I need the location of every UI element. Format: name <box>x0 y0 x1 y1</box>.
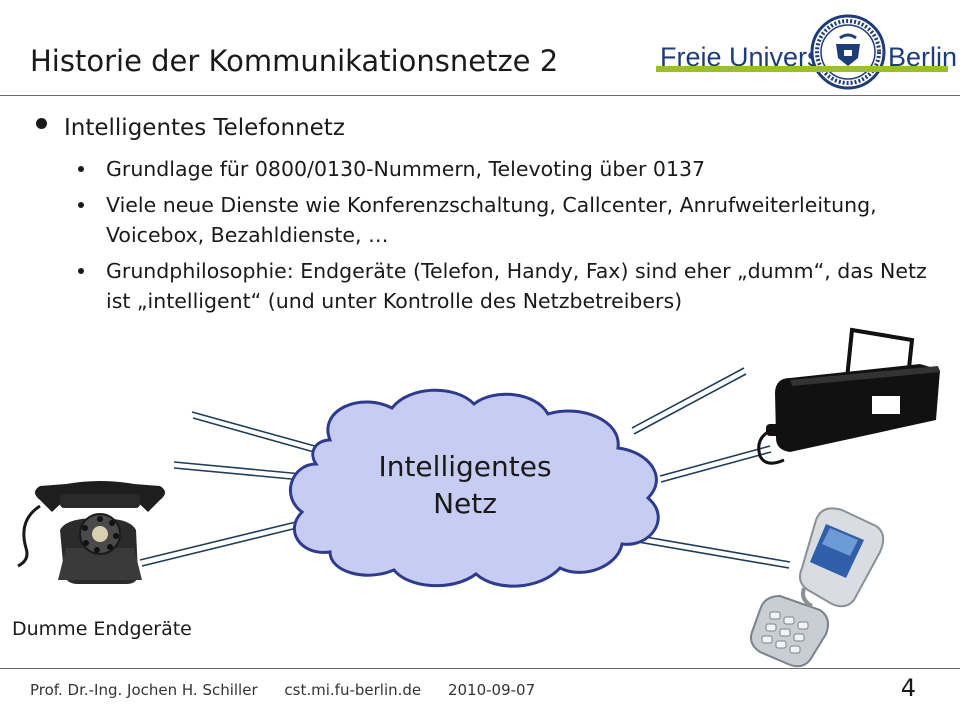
bullet-sub-text: Viele neue Dienste wie Konferenzschaltun… <box>106 193 877 247</box>
bullet-sub: Viele neue Dienste wie Konferenzschaltun… <box>30 190 930 250</box>
flip-phone-icon <box>750 507 885 668</box>
link-mid-left <box>173 461 303 481</box>
link-bottom-right <box>626 533 791 569</box>
bullet-dot-icon <box>36 118 47 129</box>
bullet-main: Intelligentes Telefonnetz <box>30 108 930 148</box>
bullet-main-text: Intelligentes Telefonnetz <box>64 115 345 141</box>
university-logo: Freie Universität Berlin <box>652 8 957 94</box>
bullet-sub: Grundphilosophie: Endgeräte (Telefon, Ha… <box>30 256 930 316</box>
fax-machine-icon <box>757 299 940 465</box>
link-top-right <box>631 367 747 435</box>
page-number: 4 <box>900 674 916 702</box>
fu-berlin-seal-icon <box>810 14 886 90</box>
bullet-dot-icon <box>78 166 84 172</box>
footer-divider <box>0 668 960 669</box>
footer-date: 2010-09-07 <box>447 681 536 699</box>
link-bottom-left <box>139 521 298 567</box>
cloud-label-line1: Intelligentes <box>378 450 552 483</box>
logo-green-bar <box>656 66 948 72</box>
footer-url: cst.mi.fu-berlin.de <box>284 681 422 699</box>
page-title: Historie der Kommunikationsnetze 2 <box>30 44 559 78</box>
bullet-sub-text: Grundphilosophie: Endgeräte (Telefon, Ha… <box>106 259 927 313</box>
bullet-dot-icon <box>78 202 84 208</box>
cloud-label: Intelligentes Netz <box>330 448 600 522</box>
footer: Prof. Dr.-Ing. Jochen H. Schiller cst.mi… <box>30 681 557 699</box>
bullet-list: Intelligentes Telefonnetz Grundlage für … <box>30 108 930 316</box>
bullet-sub-text: Grundlage für 0800/0130-Nummern, Televot… <box>106 157 706 181</box>
cloud-label-line2: Netz <box>433 487 497 520</box>
header-divider <box>0 95 960 96</box>
bullet-dot-icon <box>78 268 84 274</box>
footer-author: Prof. Dr.-Ing. Jochen H. Schiller <box>30 681 258 699</box>
devices-caption: Dumme Endgeräte <box>12 618 192 640</box>
link-mid-right <box>659 445 772 483</box>
link-top-left <box>191 411 323 455</box>
rotary-telephone-icon <box>17 481 165 584</box>
bullet-sub: Grundlage für 0800/0130-Nummern, Televot… <box>30 154 930 184</box>
